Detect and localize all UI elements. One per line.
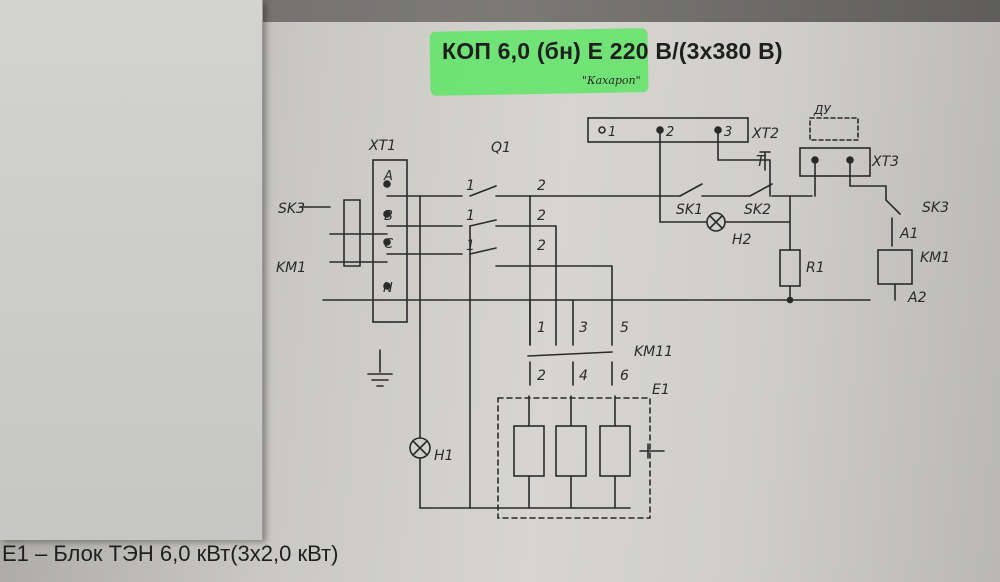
- q1-output-1: 2: [537, 178, 546, 194]
- label-sk3-left: SK3: [278, 201, 305, 217]
- km11-contact-6: 6: [620, 368, 629, 384]
- km11-contact-1: 1: [537, 320, 546, 336]
- terminal-label-n: N: [383, 281, 393, 296]
- label-e1: E1: [652, 382, 670, 398]
- terminal-label-b: B: [384, 209, 393, 224]
- label-a2: A2: [907, 290, 927, 306]
- xt2-pin-3: 3: [724, 125, 732, 140]
- terminal-label-a: A: [383, 169, 393, 184]
- label-h2: H2: [732, 232, 752, 248]
- label-km11: KM11: [634, 344, 673, 360]
- label-km11-left: KM1: [276, 260, 306, 276]
- document-title: КОП 6,0 (бн) Е 220 В/(3х380 В): [442, 38, 783, 64]
- q1-input-2: 1: [466, 208, 475, 224]
- footer-caption: Е1 – Блок ТЭН 6,0 кВт(3х2,0 кВт): [2, 541, 339, 566]
- q1-output-2: 2: [537, 208, 546, 224]
- e1-dashed-frame: [497, 397, 651, 519]
- km11-contact-2: 2: [537, 368, 546, 384]
- q1-input-3: 1: [466, 238, 475, 254]
- label-xt1: XT1: [368, 138, 396, 154]
- du-remote-box: [809, 117, 859, 141]
- r1-resistor: [779, 249, 801, 287]
- label-sk2: SK2: [744, 202, 771, 218]
- label-xt2: XT2: [751, 126, 779, 142]
- overlapping-paper-card: [0, 0, 263, 540]
- label-r1: R1: [806, 260, 825, 276]
- label-xt3: XT3: [871, 154, 899, 170]
- km11-contact-5: 5: [620, 320, 629, 336]
- label-km1: KM1: [920, 250, 950, 266]
- label-sk1: SK1: [676, 202, 703, 218]
- heater-element-1: [513, 425, 545, 477]
- xt2-terminal-strip: [587, 117, 749, 143]
- km11-contact-4: 4: [579, 368, 588, 384]
- q1-input-1: 1: [466, 178, 475, 194]
- label-h1: H1: [434, 448, 453, 464]
- terminal-label-c: C: [384, 237, 394, 252]
- km11-contact-3: 3: [579, 320, 588, 336]
- km1-coil: [877, 249, 913, 285]
- xt3-terminal: [799, 147, 871, 177]
- label-du: ДУ: [813, 103, 831, 117]
- heater-element-2: [555, 425, 587, 477]
- thermostat-t-mark: T: [756, 152, 767, 170]
- label-a1: A1: [899, 226, 918, 242]
- heater-element-3: [599, 425, 631, 477]
- xt1-terminal-block: [372, 159, 408, 323]
- document-subtitle: "Кахароп": [582, 74, 641, 87]
- q1-output-3: 2: [537, 238, 546, 254]
- xt2-pin-1: 1: [608, 125, 616, 140]
- label-q1: Q1: [491, 140, 511, 156]
- xt2-pin-2: 2: [666, 125, 674, 140]
- label-sk3-right: SK3: [922, 200, 949, 216]
